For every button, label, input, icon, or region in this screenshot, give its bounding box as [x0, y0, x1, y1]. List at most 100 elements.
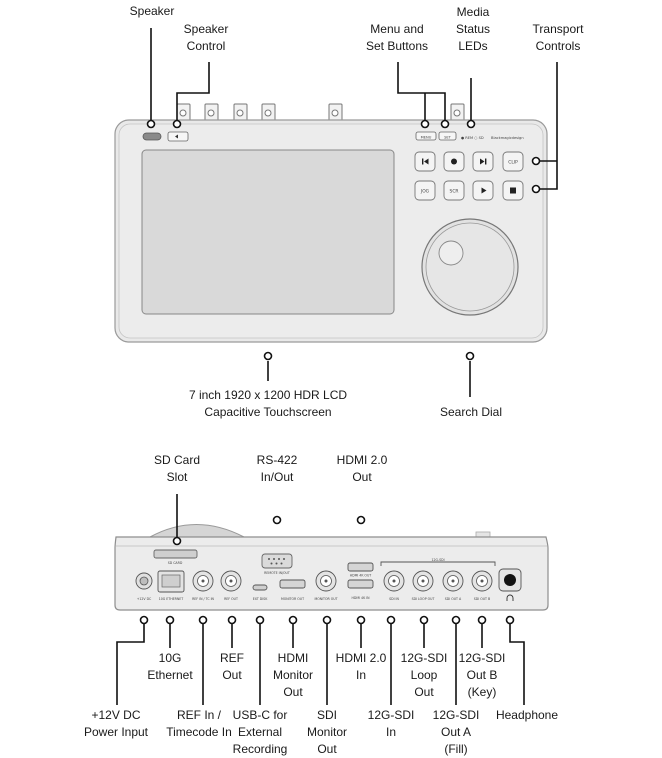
label-line: Headphone — [495, 708, 559, 722]
label-power: +12V DC Power Input — [84, 707, 148, 741]
label-line: Out B — [466, 668, 498, 682]
rear-sd-text: SD CARD — [168, 561, 183, 565]
label-line: Out — [283, 685, 303, 699]
stop-icon — [510, 187, 516, 194]
transport-buttons — [414, 151, 524, 201]
label-line: In/Out — [260, 470, 294, 484]
rear-sdiin-text: SDI IN — [389, 597, 399, 601]
prev-icon — [422, 158, 429, 165]
hdmi-monitor-port[interactable] — [279, 579, 306, 589]
label-line: Out — [414, 685, 434, 699]
label-line: Out — [317, 742, 337, 756]
rear-refin-text: REF IN / TC IN — [192, 597, 214, 601]
label-line: SDI — [316, 708, 338, 722]
label-line: REF In / — [176, 708, 221, 722]
label-line: Control — [186, 39, 226, 53]
rear-sdib-text: SDI OUT B — [474, 597, 490, 601]
rear-refout-text: REF OUT — [224, 597, 238, 601]
lcd-touchscreen[interactable] — [141, 149, 395, 315]
label-line: USB-C for — [232, 708, 288, 722]
label-line: HDMI 2.0 — [335, 651, 387, 665]
rear-extdisk-text: EXT DISK — [253, 597, 269, 601]
rs422-port[interactable] — [261, 553, 293, 569]
label-line: Power Input — [83, 725, 149, 739]
label-ethernet: 10G Ethernet — [147, 650, 192, 684]
label-ref-in: REF In /Timecode In — [166, 707, 232, 741]
label-line: LEDs — [458, 39, 488, 53]
menu-text: MENU — [421, 136, 432, 140]
label-line: Monitor — [306, 725, 348, 739]
rear-top-bump — [149, 524, 245, 538]
menu-button[interactable] — [415, 131, 437, 141]
label-line: 10G — [158, 651, 182, 665]
label-line: Set Buttons — [365, 39, 429, 53]
label-line: 7 inch 1920 x 1200 HDR LCD — [188, 388, 348, 402]
label-line: HDMI — [277, 651, 309, 665]
label-line: Controls — [535, 39, 581, 53]
rear-eth-text: 10G ETHERNET — [159, 597, 184, 601]
jog-button[interactable] — [414, 180, 436, 201]
label-line: Ethernet — [147, 668, 193, 682]
hdmi-out-port[interactable] — [347, 562, 374, 572]
rear-hdmi-out-text: HDMI 4K OUT — [350, 574, 372, 578]
label-line: In — [355, 668, 366, 682]
sd-card-slot[interactable] — [153, 549, 198, 559]
rear-sdia-text: SDI OUT A — [445, 597, 462, 601]
label-line: External — [237, 725, 283, 739]
play-icon — [481, 187, 487, 194]
hdmi-in-port[interactable] — [347, 579, 374, 589]
speaker-grille — [142, 132, 162, 141]
label-line: (Fill) — [444, 742, 468, 756]
label-line: Transport — [532, 22, 584, 36]
label-sdi-out-a: 12G-SDI Out A (Fill) — [433, 707, 480, 758]
label-line: Slot — [166, 470, 188, 484]
rear-sdimon-text: MONITOR OUT — [314, 597, 337, 601]
jog-text: JOG — [420, 189, 430, 195]
set-button[interactable] — [438, 131, 457, 141]
label-speaker: Speaker — [130, 3, 175, 20]
label-line: Loop — [410, 668, 438, 682]
label-line: Search Dial — [439, 405, 503, 419]
label-line: 12G-SDI — [367, 708, 415, 722]
rear-leader-lines — [116, 494, 525, 705]
label-line: (Key) — [467, 685, 497, 699]
label-line: Recording — [232, 742, 288, 756]
rear-12g-text: 12G-SDI — [431, 558, 444, 562]
label-headphone: Headphone — [496, 707, 558, 724]
label-line: Menu and — [370, 22, 424, 36]
label-search-dial: Search Dial — [440, 404, 502, 421]
label-line: RS-422 — [256, 453, 298, 467]
top-connector-stubs — [176, 103, 465, 123]
label-line: 12G-SDI — [400, 651, 448, 665]
label-line: Out — [222, 668, 242, 682]
rear-monout-text: MONITOR OUT — [281, 597, 304, 601]
clip-button[interactable] — [502, 151, 524, 172]
next-icon — [480, 158, 487, 165]
led-labels: ● REM ○ SD — [461, 136, 484, 140]
label-line: +12V DC — [91, 708, 141, 722]
rear-hdmi-in-text: HDMI 4K IN — [351, 596, 370, 600]
label-line: Media — [456, 5, 490, 19]
label-line: Out A — [440, 725, 472, 739]
brand-text: Blackmagicdesign — [491, 136, 524, 140]
usbc-port[interactable] — [252, 584, 268, 591]
label-line: 12G-SDI — [432, 708, 480, 722]
headphone-icon — [506, 594, 514, 601]
rear-remote-text: REMOTE IN/OUT — [264, 571, 290, 575]
scr-button[interactable] — [443, 180, 465, 201]
label-line: Speaker — [129, 4, 175, 18]
rear-sdiloop-text: SDI LOOP OUT — [412, 597, 435, 601]
label-line: Out — [352, 470, 372, 484]
